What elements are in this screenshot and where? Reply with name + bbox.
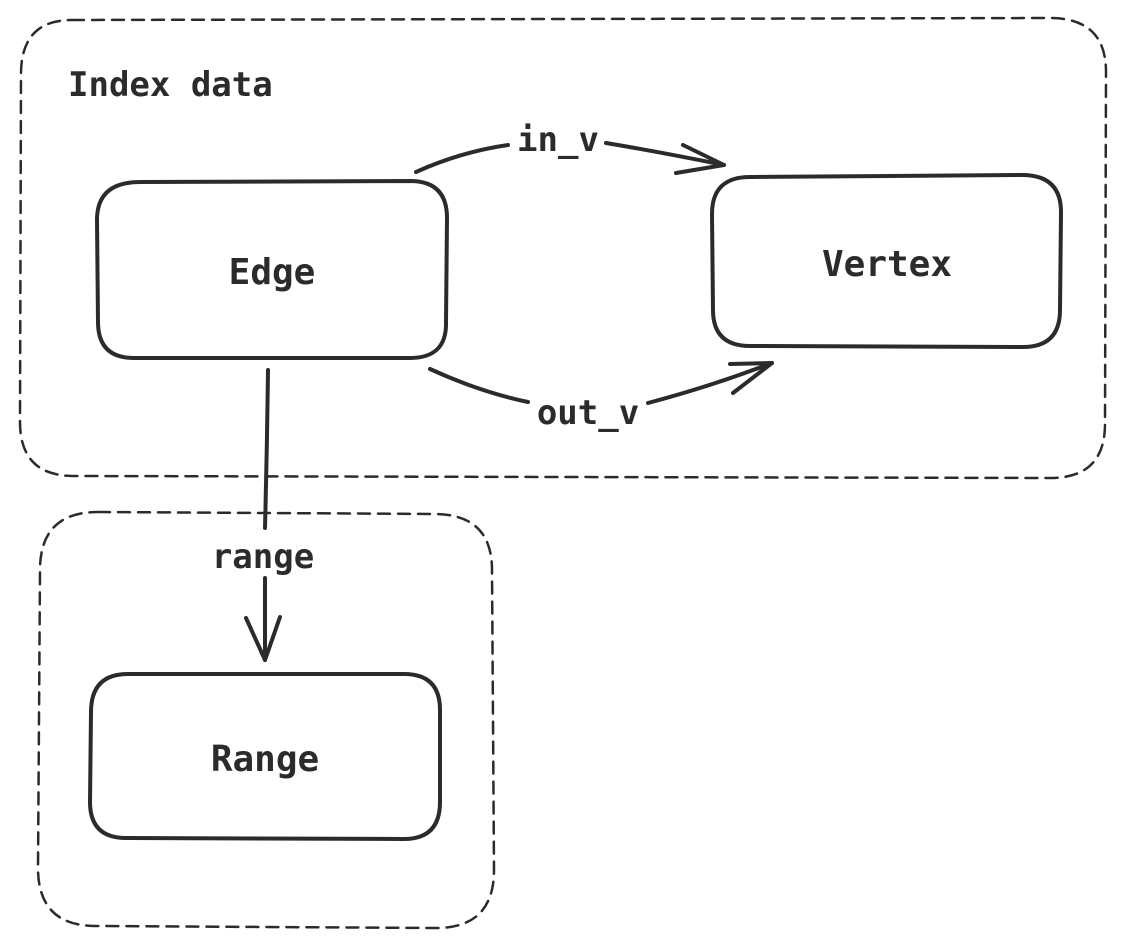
out-v-label: out_v [537, 393, 639, 433]
edge-node-label: Edge [229, 252, 316, 293]
in-v-arrow-line-right [604, 141, 726, 167]
range-group-box [36, 510, 496, 930]
range-node-label: Range [211, 739, 319, 780]
range-node: Range [88, 672, 442, 841]
out-v-arrowhead [728, 361, 774, 395]
in-v-arrow: in_v [414, 120, 726, 175]
in-v-arrowhead [674, 143, 726, 175]
index-data-group-box [18, 16, 1108, 480]
range-arrowhead [244, 615, 282, 662]
edge-node-box [95, 179, 449, 360]
out-v-arrow-line-left [428, 367, 530, 404]
in-v-label: in_v [517, 120, 599, 160]
in-v-arrow-line-left [414, 143, 510, 174]
range-group [36, 510, 496, 930]
index-data-title: Index data [68, 65, 273, 105]
edge-node: Edge [95, 179, 449, 360]
range-arrow: range [212, 368, 314, 662]
vertex-node: Vertex [710, 173, 1063, 349]
out-v-arrow-line-right [646, 361, 774, 405]
out-v-arrow: out_v [428, 361, 774, 433]
vertex-node-box [710, 173, 1063, 349]
vertex-node-label: Vertex [822, 244, 952, 285]
index-data-group: Index data [18, 16, 1108, 480]
range-node-box [88, 672, 442, 841]
range-edge-label: range [212, 537, 314, 577]
range-arrow-line-top [263, 368, 270, 530]
